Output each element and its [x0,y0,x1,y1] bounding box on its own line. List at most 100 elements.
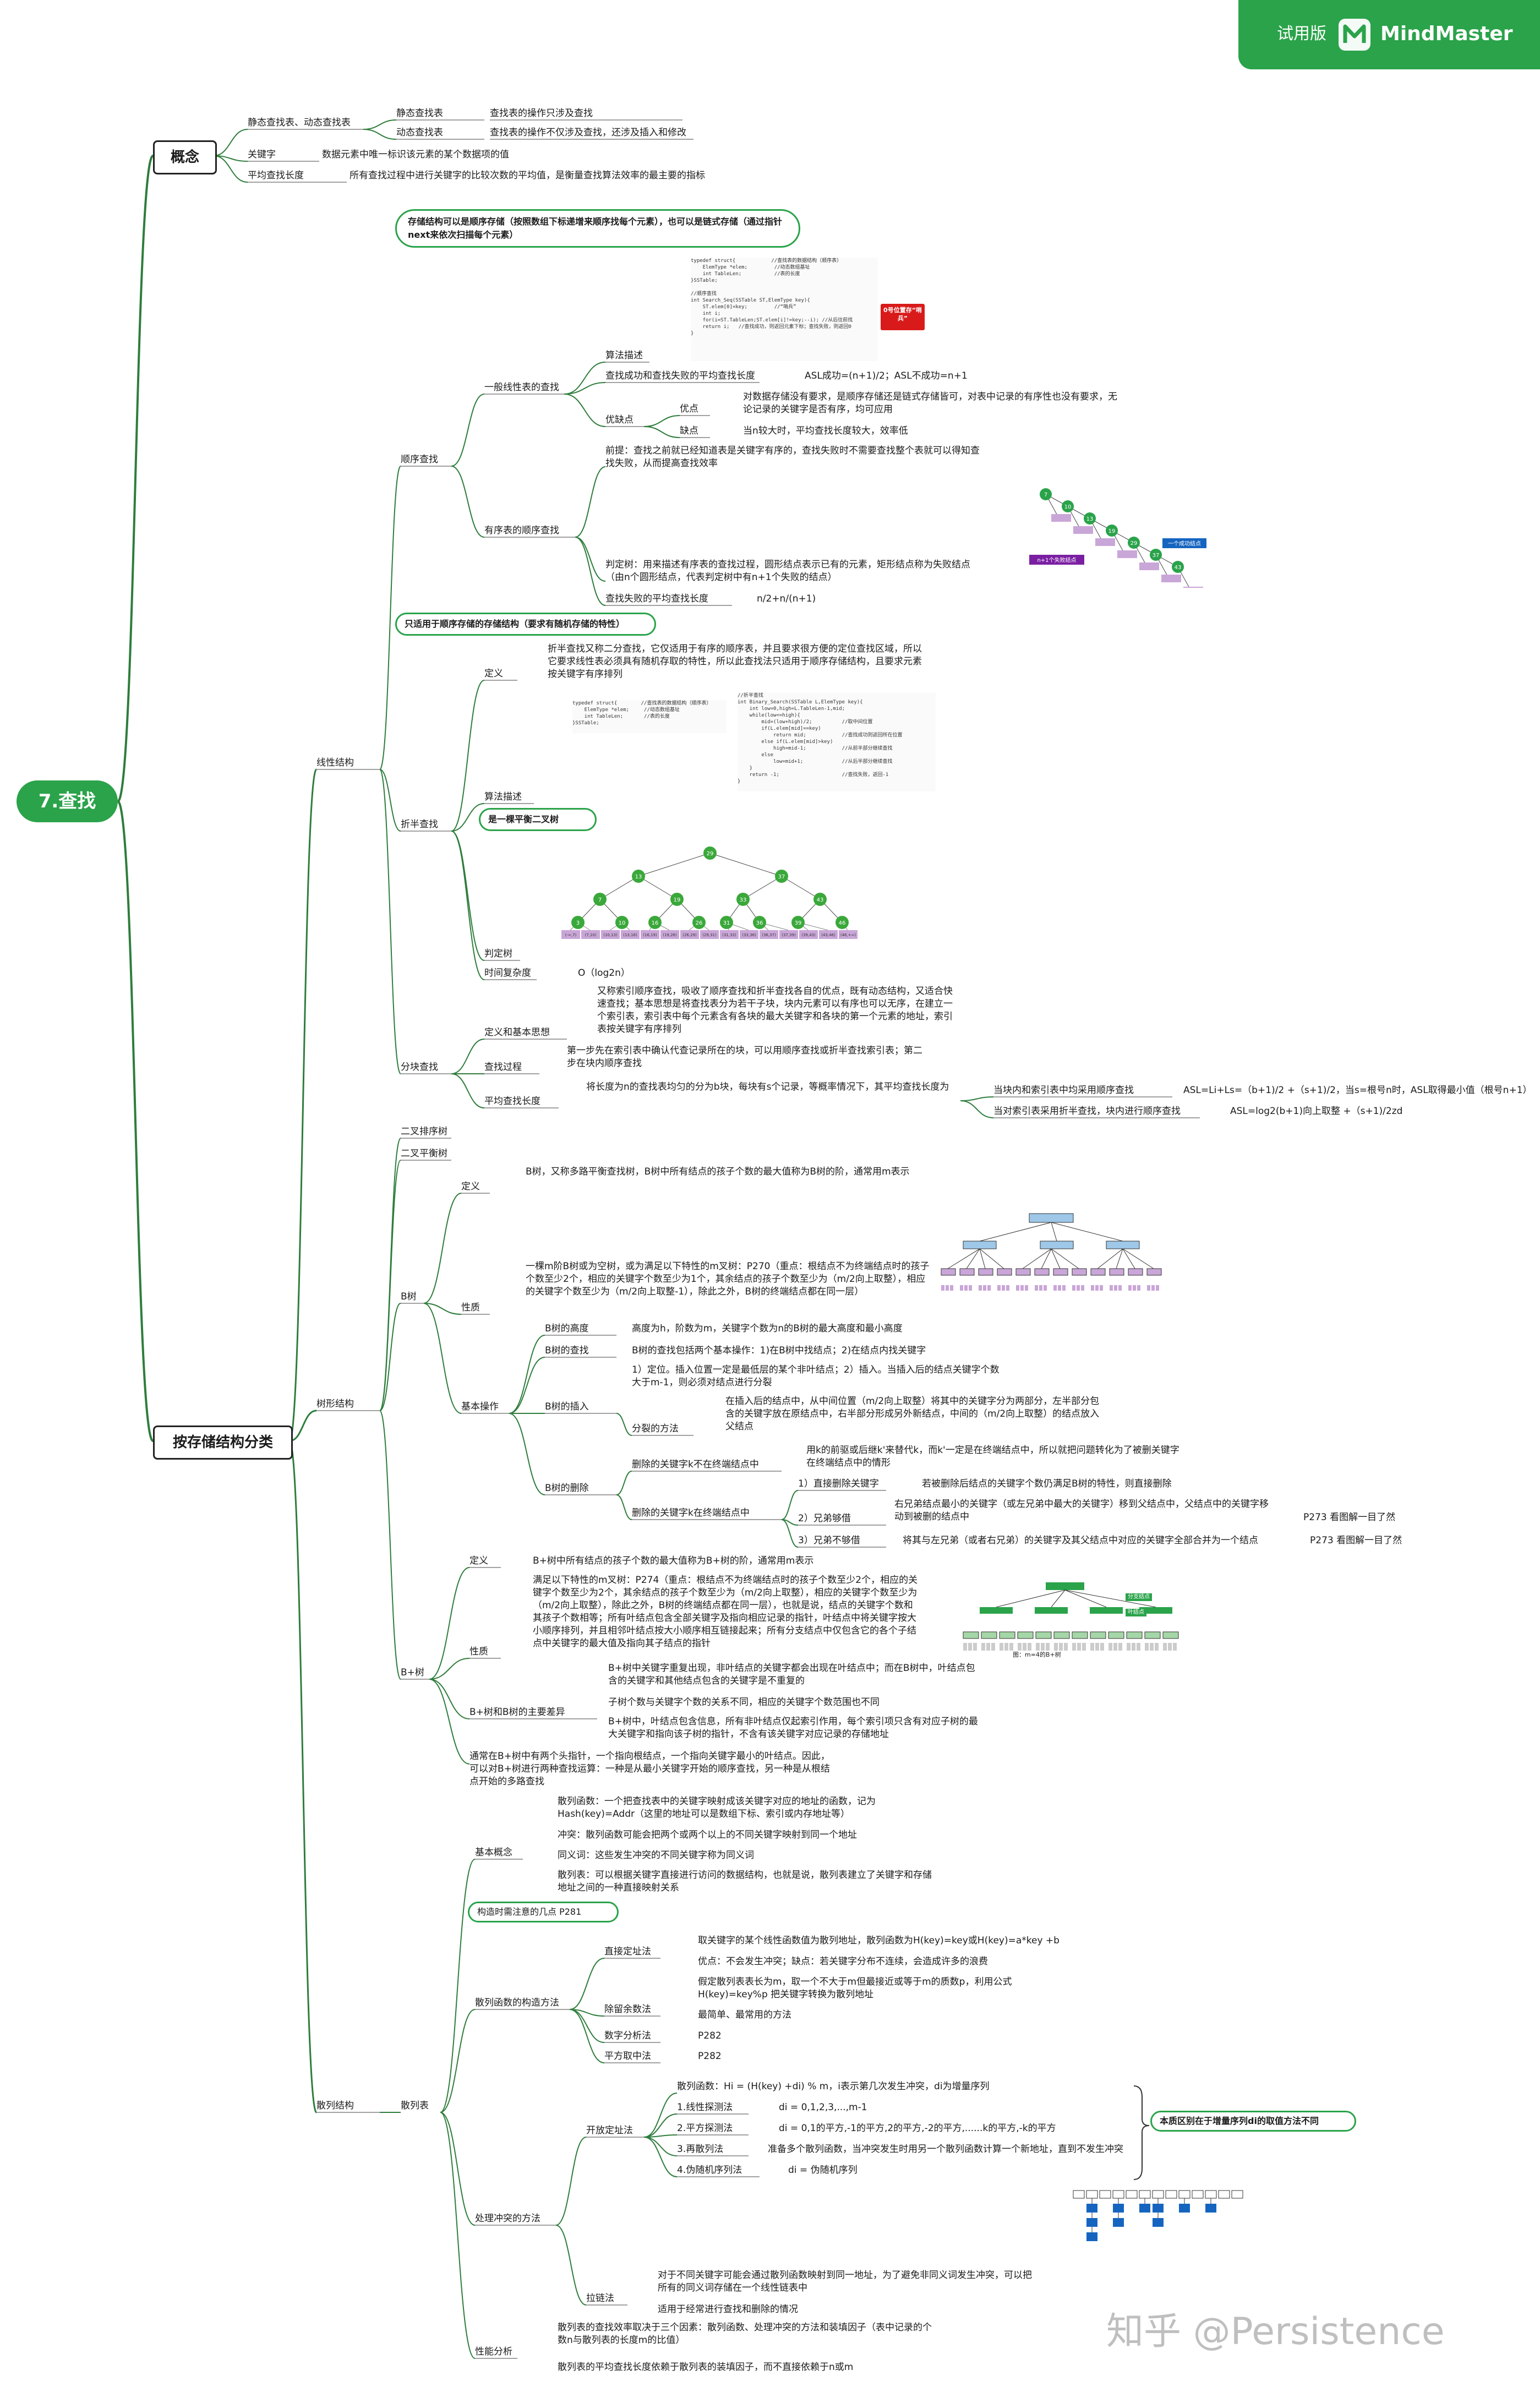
node-block-asl[interactable]: 平均查找长度 [484,1096,540,1107]
bin-node [593,893,607,906]
node-bplus-def[interactable]: 定义 [469,1555,488,1566]
node-hash-digit[interactable]: 数字分析法 [604,2030,651,2041]
branch-concept[interactable]: 概念 [153,140,217,174]
connector [213,129,248,156]
node-hash-linear-probe[interactable]: 1.线性探测法 [677,2102,733,2113]
hash-slot [1112,2190,1124,2199]
node-block-bin-case[interactable]: 当对索引表采用折半查找，块内进行顺序查找 [993,1106,1181,1117]
node-keyword[interactable]: 关键字 [248,149,276,160]
bplus-record [1155,1643,1159,1651]
node-hash-rehash[interactable]: 3.再散列法 [677,2144,724,2155]
node-btree-insert[interactable]: B树的插入 [545,1401,589,1412]
node-tree-structure[interactable]: 树形结构 [316,1399,354,1410]
node-bin-def-desc: 折半查找又称二分查找，它仅适用于有序的顺序表，并且要求很方便的定位查找区域，所以… [548,643,922,680]
node-btree-del-term[interactable]: 删除的关键字k在终端结点中 [632,1507,750,1518]
node-hash-conflict[interactable]: 处理冲突的方法 [475,2213,540,2224]
node-bin-search[interactable]: 折半查找 [401,819,438,830]
root-node[interactable]: 7.查找 [17,780,118,822]
connector [575,537,606,582]
connector [423,1193,462,1304]
node-hash-structure[interactable]: 散列结构 [316,2100,354,2111]
node-linear[interactable]: 线性结构 [316,757,354,768]
hash-slot [1152,2190,1164,2199]
chain-node [1086,2232,1097,2241]
node-btree-def[interactable]: 定义 [461,1181,480,1192]
connector [555,2137,587,2226]
hash-slot [1139,2190,1151,2199]
bplus-record [1163,1643,1167,1651]
btree-fail [969,1285,972,1291]
btree-fail [1039,1285,1042,1291]
node-hash-table[interactable]: 散列表 [401,2100,429,2111]
node-static-table[interactable]: 静态查找表 [396,108,443,119]
node-hash-square[interactable]: 平方取中法 [604,2051,651,2062]
node-block-def[interactable]: 定义和基本思想 [484,1027,550,1038]
brand-badge[interactable]: 试用版 MindMaster [1238,0,1540,69]
node-hash-perf[interactable]: 性能分析 [475,2346,512,2357]
node-btree-split[interactable]: 分裂的方法 [632,1423,679,1434]
brace-open-addressing [1133,2085,1150,2180]
node-bin-time[interactable]: 时间复杂度 [484,968,531,979]
node-bplus-prop[interactable]: 性质 [469,1646,488,1657]
connector [575,466,606,538]
node-dynamic-table[interactable]: 动态查找表 [396,127,443,138]
node-bplus[interactable]: B+树 [401,1667,424,1678]
node-avl[interactable]: 二叉平衡树 [401,1148,447,1159]
node-bplus-diff[interactable]: B+树和B树的主要差异 [469,1707,565,1718]
node-pros[interactable]: 优点 [680,403,698,414]
bplus-record [1095,1643,1099,1651]
bplus-branch [1090,1607,1123,1614]
node-hash-square-probe[interactable]: 2.平方探测法 [677,2123,733,2134]
bin-key: 46 [839,920,846,926]
node-bin-tree[interactable]: 判定树 [484,948,512,959]
node-seq-search[interactable]: 顺序查找 [401,454,438,465]
connector [616,1413,632,1436]
node-bin-algo[interactable]: 算法描述 [484,791,522,802]
node-bst[interactable]: 二叉排序树 [401,1126,447,1137]
node-general-linear[interactable]: 一般线性表的查找 [484,382,559,393]
node-del-case3[interactable]: 3）兄弟不够借 [798,1535,860,1546]
btree-leaf [1090,1268,1106,1276]
fail-range: (36,37) [762,933,776,937]
node-seq-algo[interactable]: 算法描述 [605,350,643,361]
btree-fail [983,1285,986,1291]
node-btree-del-nonterm-desc: 用k的前驱或后继k'来替代k，而k'一定是在终端结点中，所以就把问题转化为了被删… [806,1445,1179,1468]
node-hash-pseudo[interactable]: 4.伪随机序列法 [677,2165,742,2176]
node-btree-prop[interactable]: 性质 [461,1302,480,1313]
node-block-seq-val: ASL=Li+Ls=（b+1)/2 +（s+1)/2，当s=根号n时，ASL取得… [1183,1085,1532,1096]
node-block-seq-case[interactable]: 当块内和索引表中均采用顺序查找 [993,1085,1134,1096]
node-del-case1[interactable]: 1）直接删除关键字 [798,1478,879,1489]
code-seq-search: typedef struct{ //查找表的数据结构（顺序表） ElemType… [691,258,878,361]
node-btree-ops[interactable]: 基本操作 [461,1401,499,1412]
node-fail-asl[interactable]: 查找失败的平均查找长度 [605,593,708,604]
node-btree-del-nonterm[interactable]: 删除的关键字k不在终端结点中 [632,1459,759,1470]
node-static-dynamic[interactable]: 静态查找表、动态查找表 [248,117,351,128]
node-bin-def[interactable]: 定义 [484,668,503,679]
node-block-search[interactable]: 分块查找 [401,1062,438,1073]
bplus-leaf [1035,1631,1052,1639]
node-btree[interactable]: B树 [401,1291,417,1302]
connector [509,1413,545,1495]
node-ordered-seq[interactable]: 有序表的顺序查找 [484,525,559,536]
node-hash-mod[interactable]: 除留余数法 [604,2004,651,2015]
node-hash-basic[interactable]: 基本概念 [475,1847,512,1858]
node-btree-search[interactable]: B树的查找 [545,1345,589,1356]
node-btree-height[interactable]: B树的高度 [545,1323,589,1334]
bplus-record [1072,1643,1076,1651]
node-asl[interactable]: 平均查找长度 [248,170,304,181]
node-hash-open[interactable]: 开放定址法 [586,2125,633,2136]
connector [451,466,485,538]
node-hash-chain[interactable]: 拉链法 [586,2293,614,2304]
bplus-edge [1064,1589,1156,1608]
node-del-case2[interactable]: 2）兄弟够借 [798,1513,851,1524]
node-btree-delete[interactable]: B树的删除 [545,1483,589,1494]
node-hash-construct[interactable]: 散列函数的构造方法 [475,1997,559,2008]
node-block-proc[interactable]: 查找过程 [484,1062,522,1073]
connector [960,1100,994,1118]
branch-classify[interactable]: 按存储结构分类 [153,1425,293,1460]
node-seq-asl[interactable]: 查找成功和查找失败的平均查找长度 [605,370,755,381]
btree-leaf [959,1268,975,1276]
node-pros-cons[interactable]: 优缺点 [605,414,634,425]
node-cons[interactable]: 缺点 [680,425,698,436]
node-hash-direct[interactable]: 直接定址法 [604,1946,651,1957]
